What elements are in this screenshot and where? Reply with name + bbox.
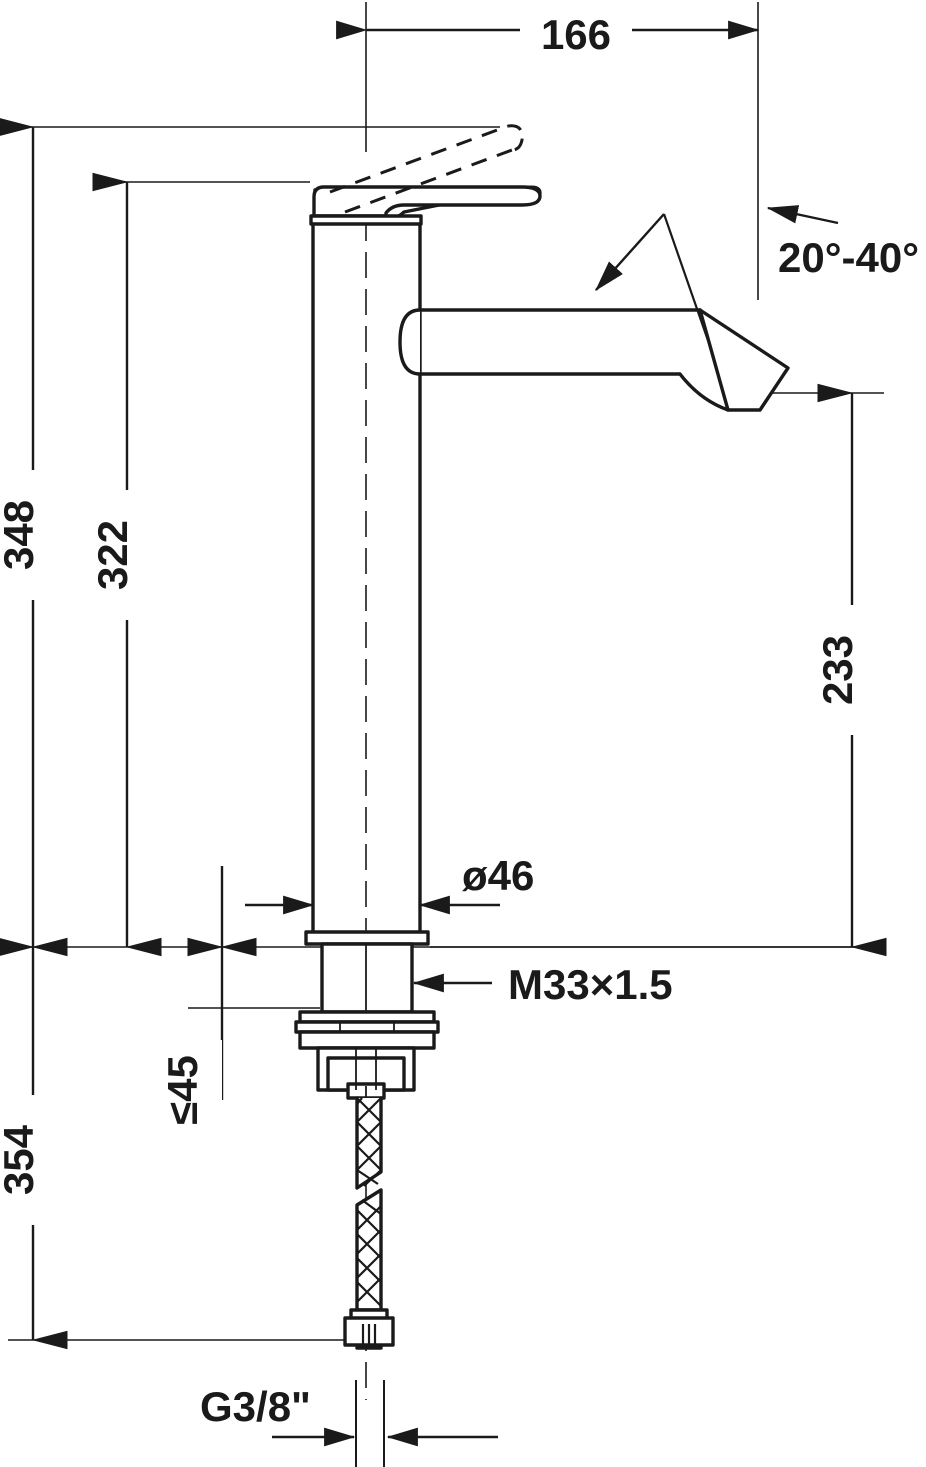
lever-raised-tip xyxy=(507,124,524,152)
spout-elbow xyxy=(398,308,422,376)
dimension-diameter-46-label: ø46 xyxy=(462,852,534,899)
dimension-322-label-bg xyxy=(102,490,154,620)
dimension-thread-m33: M33×1.5 xyxy=(412,961,673,1008)
dimension-angle: 20°-40° xyxy=(595,205,919,353)
deck-flange xyxy=(304,930,430,946)
dimension-166-label-bg xyxy=(520,6,632,56)
dimension-max-45-label: ≤45 xyxy=(159,1055,206,1125)
dimension-348-label: 348 xyxy=(0,500,42,570)
interior-detail-lines xyxy=(339,944,395,1098)
threaded-shank xyxy=(320,942,414,1014)
dimension-166: 166 xyxy=(336,6,760,58)
angle-leader-right xyxy=(766,205,839,225)
hose-braid xyxy=(356,1097,382,1345)
faucet-body xyxy=(294,185,790,1350)
lever-handle-outline xyxy=(312,185,542,218)
dimension-233-label: 233 xyxy=(814,635,861,705)
dimension-max-45-label-bg xyxy=(172,1040,222,1150)
dimension-g38-label: G3/8" xyxy=(200,1383,311,1430)
dimension-348: 348 xyxy=(0,117,68,957)
dimension-354: 354 xyxy=(0,937,68,1350)
dimension-354-label: 354 xyxy=(0,1124,42,1195)
angle-ray-a xyxy=(662,213,714,353)
dimension-233: 233 xyxy=(814,383,887,957)
dimension-322-label: 322 xyxy=(89,520,136,590)
dimension-g38: G3/8" xyxy=(200,1380,498,1467)
dimension-348-label-bg xyxy=(8,470,60,600)
angle-ray-b xyxy=(595,213,665,291)
fixing-nut xyxy=(298,1030,436,1050)
spout-tip-edge xyxy=(698,308,730,412)
dimension-322: 322 xyxy=(89,172,162,957)
dimension-thread-m33-label: M33×1.5 xyxy=(508,961,673,1008)
dimension-diameter-46: ø46 xyxy=(245,852,534,915)
dimension-166-label: 166 xyxy=(541,11,611,58)
lever-raised-position xyxy=(329,124,513,214)
dimension-233-label-bg xyxy=(827,605,879,735)
dimension-angle-label: 20°-40° xyxy=(778,234,919,281)
handle-collar xyxy=(309,214,423,226)
dimension-max-45: ≤45 xyxy=(159,937,224,1150)
dimension-354-label-bg xyxy=(8,1095,60,1225)
